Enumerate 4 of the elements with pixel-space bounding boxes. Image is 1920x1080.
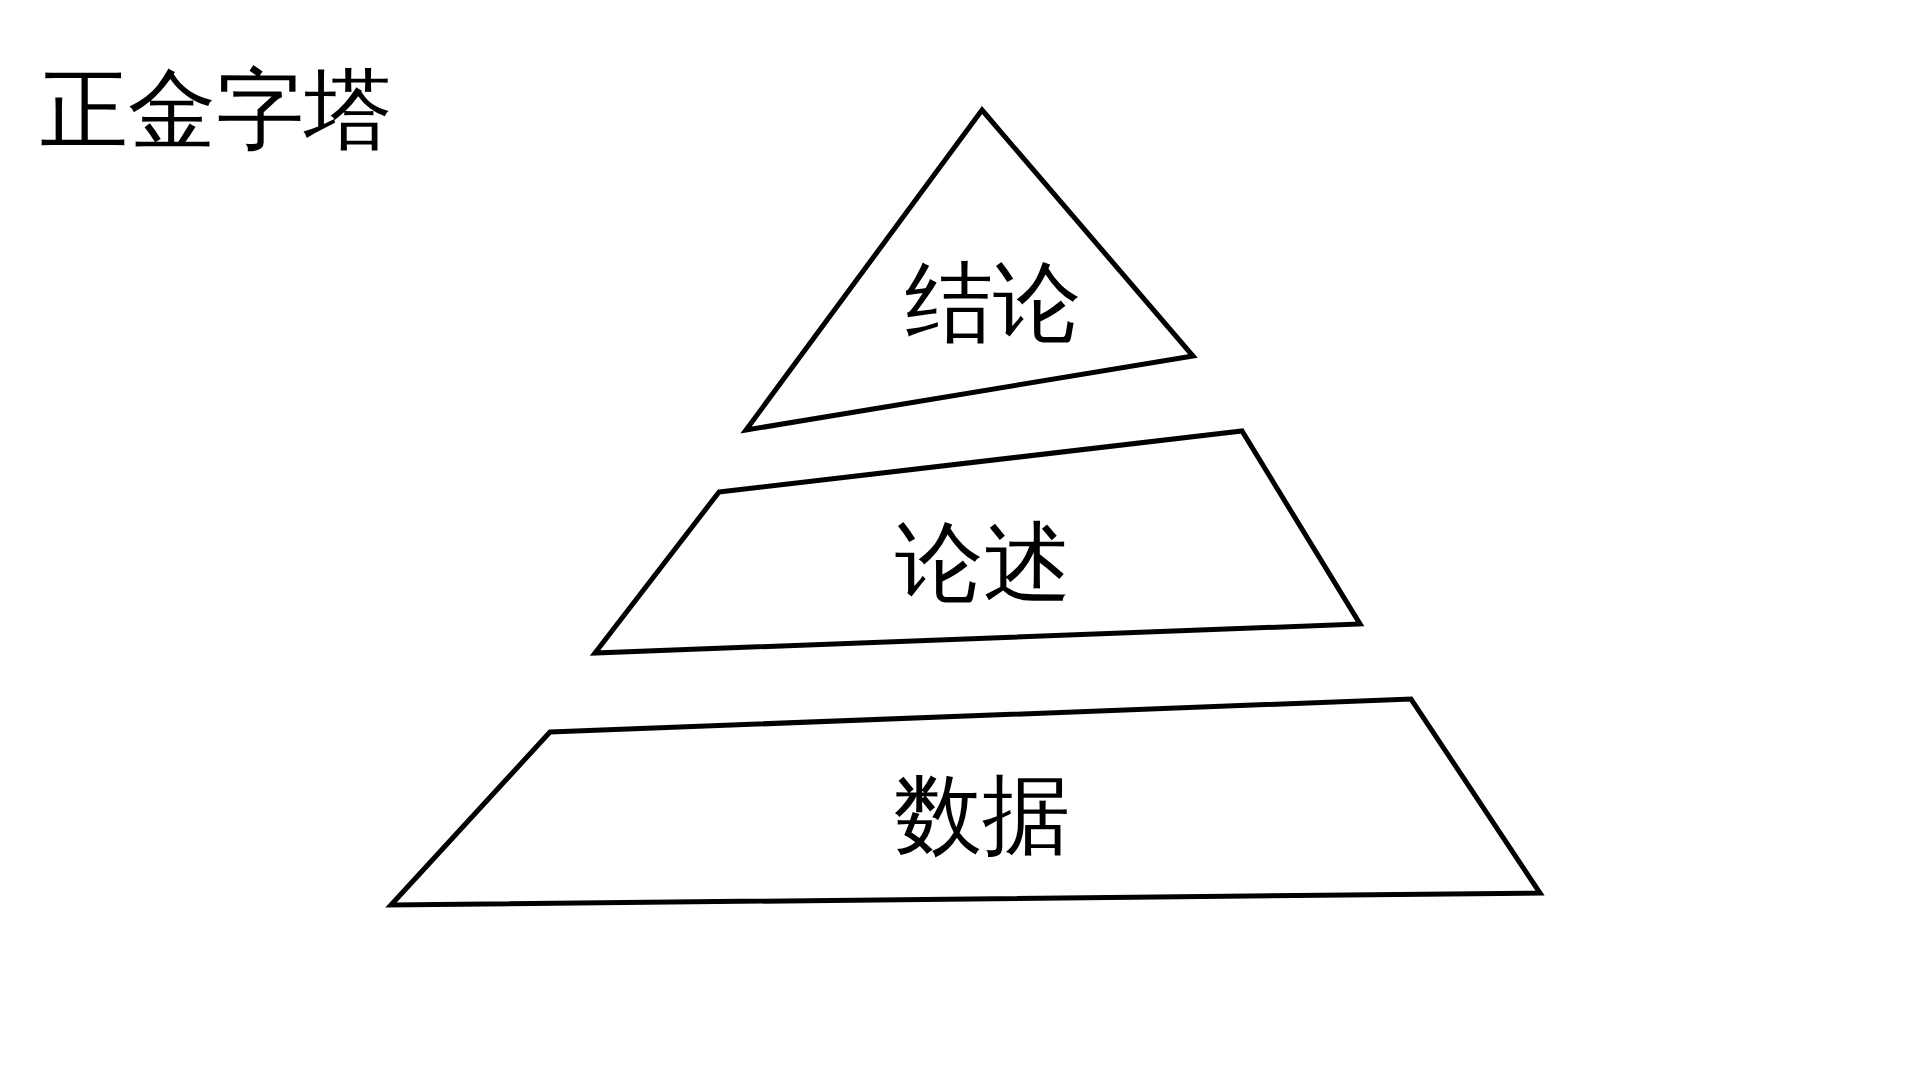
diagram-title: 正金字塔 [40, 62, 392, 159]
tier-label: 数据 [894, 768, 1070, 862]
tier-label: 结论 [905, 256, 1081, 350]
tier-label: 论述 [895, 516, 1071, 610]
